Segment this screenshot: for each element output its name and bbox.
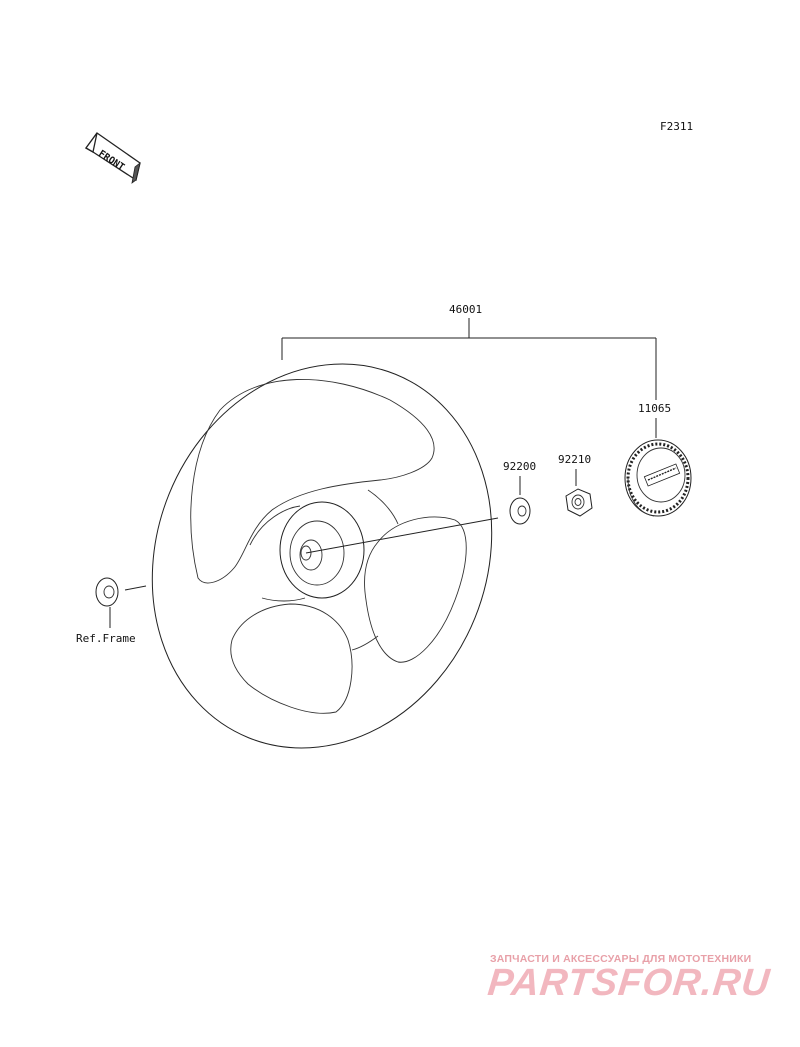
steering-wheel-bracket bbox=[281, 318, 657, 400]
front-arrow-icon: FRONT bbox=[85, 132, 141, 184]
part-label-46001: 46001 bbox=[449, 303, 482, 316]
ref-frame-label: Ref.Frame bbox=[76, 632, 136, 645]
watermark-tagline: ЗАПЧАСТИ И АКСЕССУАРЫ ДЛЯ МОТОТЕХНИКИ bbox=[490, 953, 752, 965]
watermark-brand: PARTSFOR.RU bbox=[485, 962, 773, 1004]
ref-frame-axis bbox=[124, 585, 147, 591]
assembly-axis-line bbox=[305, 517, 499, 554]
nut bbox=[565, 488, 593, 517]
part-label-92210: 92210 bbox=[558, 453, 591, 466]
part-label-11065: 11065 bbox=[638, 402, 671, 415]
emblem-horn-cap bbox=[624, 439, 692, 517]
steering-wheel bbox=[151, 363, 493, 749]
part-label-92200: 92200 bbox=[503, 460, 536, 473]
ref-frame-washer bbox=[95, 577, 119, 607]
figure-code: F2311 bbox=[660, 120, 693, 133]
washer bbox=[509, 497, 531, 525]
